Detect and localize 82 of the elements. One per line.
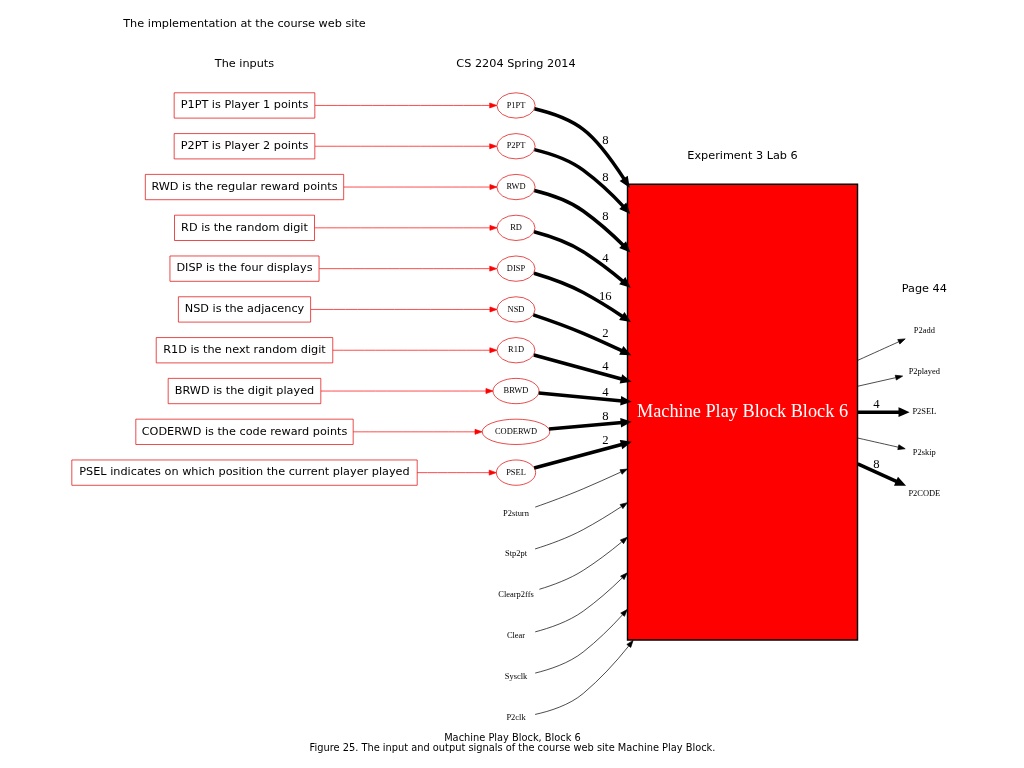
arrow bbox=[320, 388, 493, 394]
node-box: P1PT is Player 1 points bbox=[173, 92, 315, 119]
arrow bbox=[538, 391, 632, 406]
node-ellipse: RWD bbox=[496, 174, 535, 201]
edge-label: 2 bbox=[601, 433, 609, 448]
arrow bbox=[352, 429, 482, 435]
arrow bbox=[532, 353, 632, 384]
arrow bbox=[532, 271, 631, 323]
node-box: R1D is the next random digit bbox=[155, 337, 333, 364]
node-box: NSD is the adjacency bbox=[177, 296, 311, 323]
arrow bbox=[534, 609, 628, 674]
edge-label: 8 bbox=[601, 409, 609, 424]
node-text: P2add bbox=[913, 324, 935, 335]
arrow bbox=[314, 102, 497, 109]
node-box: PSEL indicates on which position the current player played bbox=[70, 459, 418, 486]
edge-label: 4 bbox=[601, 250, 609, 265]
arrow bbox=[856, 437, 906, 450]
arrow bbox=[313, 225, 497, 231]
node-box: Machine Play Block Block 6 bbox=[626, 183, 858, 641]
edge-label: 4 bbox=[601, 359, 609, 374]
node-text: Clear bbox=[506, 630, 525, 640]
arrow bbox=[538, 536, 628, 590]
arrow bbox=[533, 230, 631, 288]
arrow bbox=[534, 572, 628, 633]
node-text: P2SEL bbox=[911, 406, 936, 417]
arrow bbox=[534, 468, 628, 508]
edge-label: 8 bbox=[872, 456, 880, 471]
arrow bbox=[533, 147, 630, 214]
node-box: RD is the random digit bbox=[173, 214, 315, 241]
edge-label: 2 bbox=[601, 326, 609, 341]
arrow bbox=[534, 502, 628, 550]
node-ellipse: NSD bbox=[496, 296, 535, 323]
caption: Figure 25. The input and output signals of the course web site Machine Play Block. bbox=[309, 742, 715, 754]
arrow bbox=[534, 640, 633, 715]
node-text: Sysclk bbox=[504, 670, 527, 681]
node-box: P2PT is Player 2 points bbox=[173, 133, 315, 160]
arrow bbox=[533, 107, 630, 188]
node-text: Stp2pt bbox=[504, 548, 527, 559]
edge-label: 8 bbox=[601, 170, 609, 184]
node-ellipse: BRWD bbox=[492, 378, 539, 405]
node-ellipse: PSEL bbox=[495, 459, 536, 486]
arrow bbox=[343, 184, 497, 190]
node-text: P2skip bbox=[912, 447, 936, 458]
arrow bbox=[856, 338, 906, 361]
label: Experiment 3 Lab 6 bbox=[686, 148, 798, 162]
node-ellipse: R1D bbox=[496, 337, 535, 364]
node-text: P2sturn bbox=[502, 507, 529, 518]
arrow bbox=[533, 188, 630, 253]
arrow bbox=[856, 462, 906, 486]
edge-label: 4 bbox=[601, 384, 609, 399]
node-box: BRWD is the digit played bbox=[167, 378, 321, 405]
edge-label: 4 bbox=[872, 397, 880, 412]
node-ellipse: RD bbox=[496, 214, 535, 241]
node-ellipse: P2PT bbox=[496, 133, 535, 160]
node-text: P2played bbox=[908, 365, 940, 376]
node-text: Clearp2ffs bbox=[497, 589, 534, 600]
arrow bbox=[416, 469, 497, 476]
label: Page 44 bbox=[901, 282, 947, 296]
arrow bbox=[314, 143, 497, 150]
arrow bbox=[332, 347, 497, 354]
node-ellipse: DISP bbox=[496, 255, 535, 282]
arrow bbox=[318, 265, 497, 272]
label: The inputs bbox=[214, 57, 274, 71]
arrow bbox=[856, 374, 903, 387]
arrow bbox=[532, 313, 631, 356]
node-box: RWD is the regular reward points bbox=[144, 174, 344, 201]
edge-label: 8 bbox=[601, 209, 609, 224]
arrow bbox=[857, 407, 910, 417]
label: CS 2204 Spring 2014 bbox=[455, 57, 576, 71]
label: The implementation at the course web site bbox=[122, 16, 366, 30]
edge-label: 8 bbox=[601, 133, 609, 148]
node-text: P2CODE bbox=[907, 487, 940, 498]
node-box: DISP is the four displays bbox=[169, 255, 319, 282]
arrow bbox=[548, 417, 632, 431]
node-ellipse: CODERWD bbox=[481, 418, 550, 445]
node-text: P2clk bbox=[505, 711, 526, 722]
diagram-title: Machine Play Block, Block 6 bbox=[443, 731, 581, 743]
node-box: CODERWD is the code reward points bbox=[134, 418, 354, 445]
arrow bbox=[310, 306, 497, 313]
node-ellipse: P1PT bbox=[496, 92, 535, 119]
arrow bbox=[533, 439, 632, 470]
edge-label: 16 bbox=[598, 288, 612, 303]
